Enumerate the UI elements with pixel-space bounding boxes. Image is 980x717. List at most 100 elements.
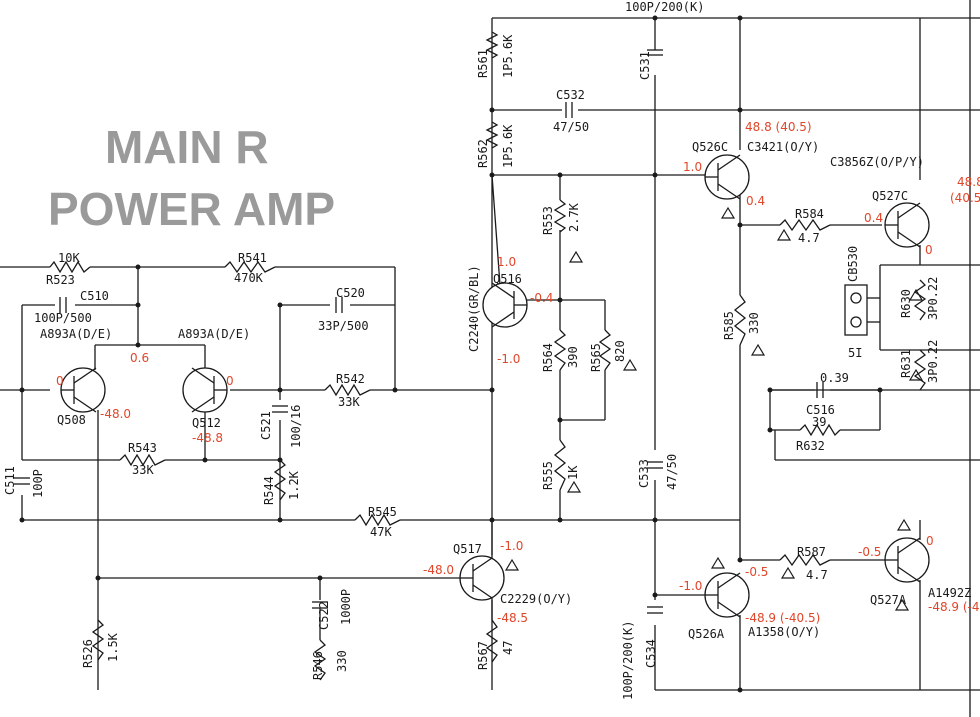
value-c520: 33P/500 [318, 319, 369, 333]
voltage-readings: 48.8 (40.5) 1.0 0.4 48.8 (40.5) 0.4 0 1.… [56, 120, 980, 625]
value-r542: 33K [338, 395, 360, 409]
label-r545: R545 [368, 505, 397, 519]
label-q512: Q512 [192, 416, 221, 430]
value-r541: 470K [234, 271, 264, 285]
transistor-q526a [704, 572, 750, 618]
voltage-q526c-emitter: 0.4 [746, 194, 765, 208]
label-q516: Q516 [493, 272, 522, 286]
value-r584: 4.7 [798, 231, 820, 245]
transistor-q526c [704, 154, 750, 200]
value-cb530: 5I [848, 346, 862, 360]
value-r567: 47 [501, 641, 515, 655]
junctions [19, 15, 883, 693]
label-r544: R544 [262, 476, 276, 505]
label-q508: Q508 [57, 413, 86, 427]
resistors [49, 31, 927, 681]
value-r630: 3P0.22 [926, 277, 940, 320]
value-r545: 47K [370, 525, 392, 539]
voltage-q516-collector: -1.0 [497, 352, 520, 366]
value-r565: 820 [613, 340, 627, 362]
label-r541: R541 [238, 251, 267, 265]
title-line-1: MAIN R [105, 121, 269, 173]
voltage-q517-collector: -1.0 [500, 539, 523, 553]
voltage-q527a-emitter: 0 [926, 534, 934, 548]
transistor-q527c [884, 202, 930, 248]
label-r567: R567 [476, 641, 490, 670]
value-r523: 10K [58, 251, 80, 265]
label-r561: R561 [476, 49, 490, 78]
part-q526c: C3421(O/Y) [747, 140, 819, 154]
voltage-q512-collector: -48.8 [192, 431, 223, 445]
voltage-q516-base: 1.0 [497, 255, 516, 269]
value-r544: 1.2K [287, 470, 301, 500]
label-r526: R526 [81, 639, 95, 668]
transistor-q516 [482, 282, 528, 328]
value-r562: 1P5.6K [501, 124, 515, 168]
label-q526c: Q526C [692, 140, 728, 154]
label-c520: C520 [336, 286, 365, 300]
value-r526: 1.5K [106, 632, 120, 662]
capacitors [14, 49, 880, 640]
label-c531: C531 [638, 51, 652, 80]
label-c521: C521 [259, 411, 273, 440]
voltage-q527c-collector-alt: (40.5) [950, 191, 980, 205]
part-q517: C2229(O/Y) [500, 592, 572, 606]
transistor-q512 [182, 367, 228, 413]
voltage-q526c-collector: 48.8 (40.5) [745, 120, 812, 134]
transistor-q508 [60, 367, 106, 413]
voltage-q508-emitter: 0.6 [130, 351, 149, 365]
voltage-q516-emitter: -0.4 [530, 291, 553, 305]
value-c510: 100P/500 [34, 311, 92, 325]
label-r555: R555 [541, 461, 555, 490]
value-c516: 0.39 [820, 371, 849, 385]
label-r584: R584 [795, 207, 824, 221]
part-q512: A893A(D/E) [178, 327, 250, 341]
value-c533: 47/50 [665, 454, 679, 490]
label-r546: R546 [311, 651, 325, 680]
top-label: 100P/200(K) [625, 0, 704, 14]
safety-marks [504, 206, 924, 611]
value-r585: 330 [747, 312, 761, 334]
label-r587: R587 [797, 545, 826, 559]
value-c522: 1000P [339, 589, 353, 625]
part-q516: C2240(GR/BL) [467, 265, 481, 352]
label-c511: C511 [3, 466, 17, 495]
value-r632: 39 [812, 415, 826, 429]
value-r564: 390 [566, 346, 580, 368]
label-c516: C516 [806, 403, 835, 417]
label-r523: R523 [46, 273, 75, 287]
label-c532: C532 [556, 88, 585, 102]
voltage-q526a-collector: -48.9 (-40.5) [745, 611, 820, 625]
label-r565: R565 [589, 343, 603, 372]
value-r561: 1P5.6K [501, 34, 515, 78]
voltage-q508-collector: -48.0 [100, 407, 131, 421]
label-r631: R631 [899, 349, 913, 378]
label-r562: R562 [476, 139, 490, 168]
transistor-q527a [884, 537, 930, 583]
label-q526a: Q526A [688, 627, 725, 641]
voltage-q527c-base: 0.4 [864, 211, 883, 225]
voltage-q526a-emitter: -0.5 [745, 565, 768, 579]
label-q527c: Q527C [872, 189, 908, 203]
voltage-q508-base: 0 [56, 374, 64, 388]
value-r555: 1K [566, 465, 580, 480]
label-q527a: Q527A [870, 593, 907, 607]
label-r564: R564 [541, 343, 555, 372]
label-r542: R542 [336, 372, 365, 386]
transistor-q517 [459, 555, 505, 601]
label-c510: C510 [80, 289, 109, 303]
value-r543: 33K [132, 463, 154, 477]
value-r587: 4.7 [806, 568, 828, 582]
voltage-q512-base: 0 [226, 374, 234, 388]
part-q527a: A1492Z [928, 586, 971, 600]
value-c521: 100/16 [289, 405, 303, 448]
value-r631: 3P0.22 [926, 340, 940, 383]
label-c534: C534 [644, 639, 658, 668]
voltage-q527a-collector: -48.9 (-4 [928, 600, 980, 614]
voltage-q517-emitter: -48.5 [497, 611, 528, 625]
title-line-2: POWER AMP [48, 183, 335, 235]
label-r632: R632 [796, 439, 825, 453]
value-r553: 2.7K [567, 202, 581, 232]
label-q517: Q517 [453, 542, 482, 556]
